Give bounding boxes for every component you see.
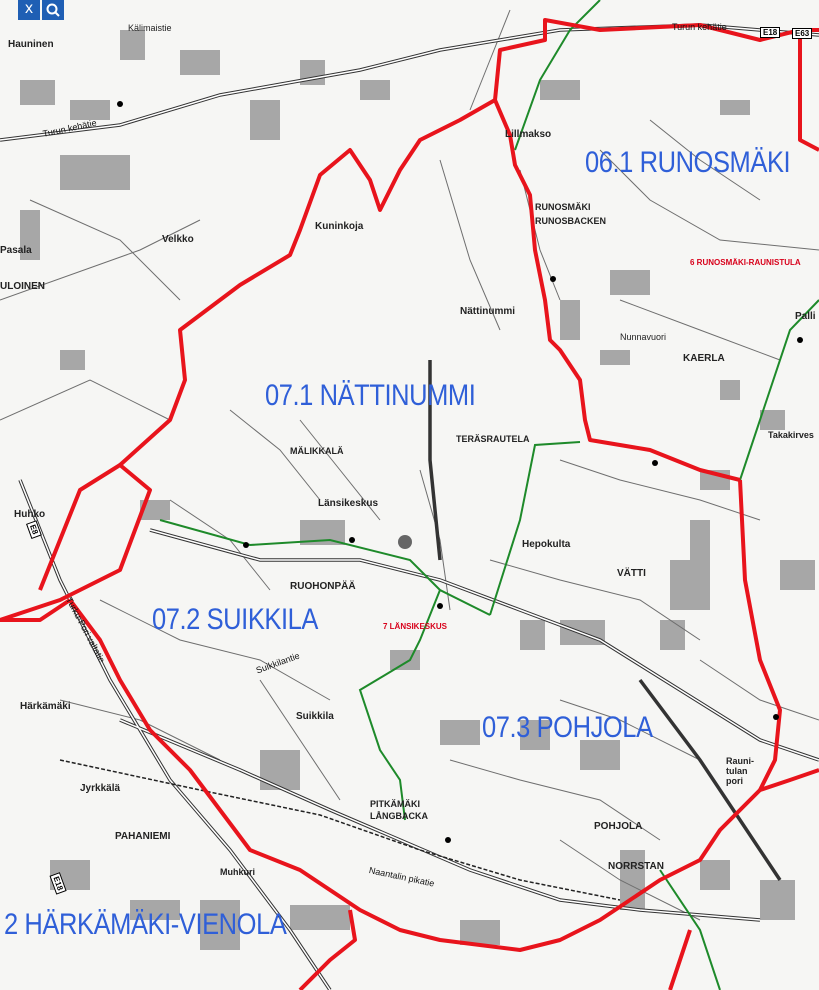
minor-streets — [0, 9, 819, 921]
search-tool-button[interactable] — [42, 0, 64, 20]
building-blocks — [20, 30, 815, 950]
place-label-huhko: Huhko — [14, 509, 46, 520]
district-label-nattinummi: 07.1 NÄTTINUMMI — [265, 379, 476, 412]
place-label-malikkala: MÄLIKKALÄ — [290, 446, 344, 456]
place-label-nunnavuori: Nunnavuori — [620, 332, 667, 342]
place-label-lansikeskus: Länsikeskus — [318, 498, 379, 509]
search-icon — [46, 3, 60, 17]
place-label-runosmaki: RUNOSMÄKI — [535, 202, 591, 212]
red-label-runosmaki-raunistula: 6 RUNOSMÄKI-RAUNISTULA — [690, 258, 801, 267]
place-label-langbacka: LÅNGBACKA — [370, 811, 428, 821]
place-label-raunistula: Rauni- tulan pori — [726, 756, 754, 786]
road-shield-e18-top: E18 — [760, 27, 781, 38]
close-icon: x — [25, 0, 33, 17]
place-label-pasala: Pasala — [0, 245, 32, 256]
close-tool-button[interactable]: x — [18, 0, 40, 20]
place-label-runosbacken: RUNOSBACKEN — [535, 216, 607, 226]
place-label-lillmakso: Lillmakso — [505, 129, 552, 140]
road-shield-e63-top: E63 — [792, 28, 813, 39]
place-label-pahaniemi: PAHANIEMI — [115, 831, 171, 842]
subdistrict-boundaries — [159, 0, 819, 990]
landmark-circle — [398, 535, 412, 549]
place-label-takakirves: Takakirves — [768, 430, 814, 440]
district-boundaries — [0, 18, 819, 990]
place-label-velkko: Velkko — [162, 234, 194, 245]
place-label-kaaimaistie: Kälimaistie — [128, 23, 172, 33]
railway — [59, 759, 621, 901]
map-symbols — [117, 101, 803, 843]
place-label-ruohonpaa: RUOHONPÄÄ — [290, 581, 356, 592]
district-label-harkamaki-vienola: 2 HÄRKÄMÄKI-VIENOLA — [4, 908, 287, 941]
place-label-kuninkoja: Kuninkoja — [315, 221, 364, 232]
place-label-vatti: VÄTTI — [617, 568, 646, 579]
place-label-kaerla: KAERLA — [683, 353, 725, 364]
road-label-turun-kehatie-top: Turun kehätie — [672, 22, 727, 32]
place-label-hepokulta: Hepokulta — [522, 539, 571, 550]
district-label-pohjola: 07.3 POHJOLA — [482, 711, 653, 744]
place-label-palli: Palli — [795, 311, 816, 322]
place-label-pitkamaki: PITKÄMÄKI — [370, 799, 420, 809]
place-label-muhkuri: Muhkuri — [220, 867, 255, 877]
place-label-harkamaki: Härkämäki — [20, 701, 71, 712]
red-label-lansikeskus: 7 LÄNSIKESKUS — [383, 622, 448, 631]
place-label-terasrautela: TERÄSRAUTELA — [456, 434, 530, 444]
district-label-runosmaki: 06.1 RUNOSMÄKI — [585, 146, 791, 179]
place-label-luoinen: ULOINEN — [0, 281, 45, 292]
district-label-suikkila: 07.2 SUIKKILA — [152, 603, 319, 636]
place-label-suikkila: Suikkila — [296, 711, 334, 722]
place-label-norrstan: NORRSTAN — [608, 861, 664, 872]
place-label-jyrkkala: Jyrkkälä — [80, 783, 121, 794]
place-label-pohjola: POHJOLA — [594, 821, 643, 832]
place-label-hauninen: Hauninen — [8, 39, 54, 50]
place-label-nattinummi: Nättinummi — [460, 306, 515, 317]
